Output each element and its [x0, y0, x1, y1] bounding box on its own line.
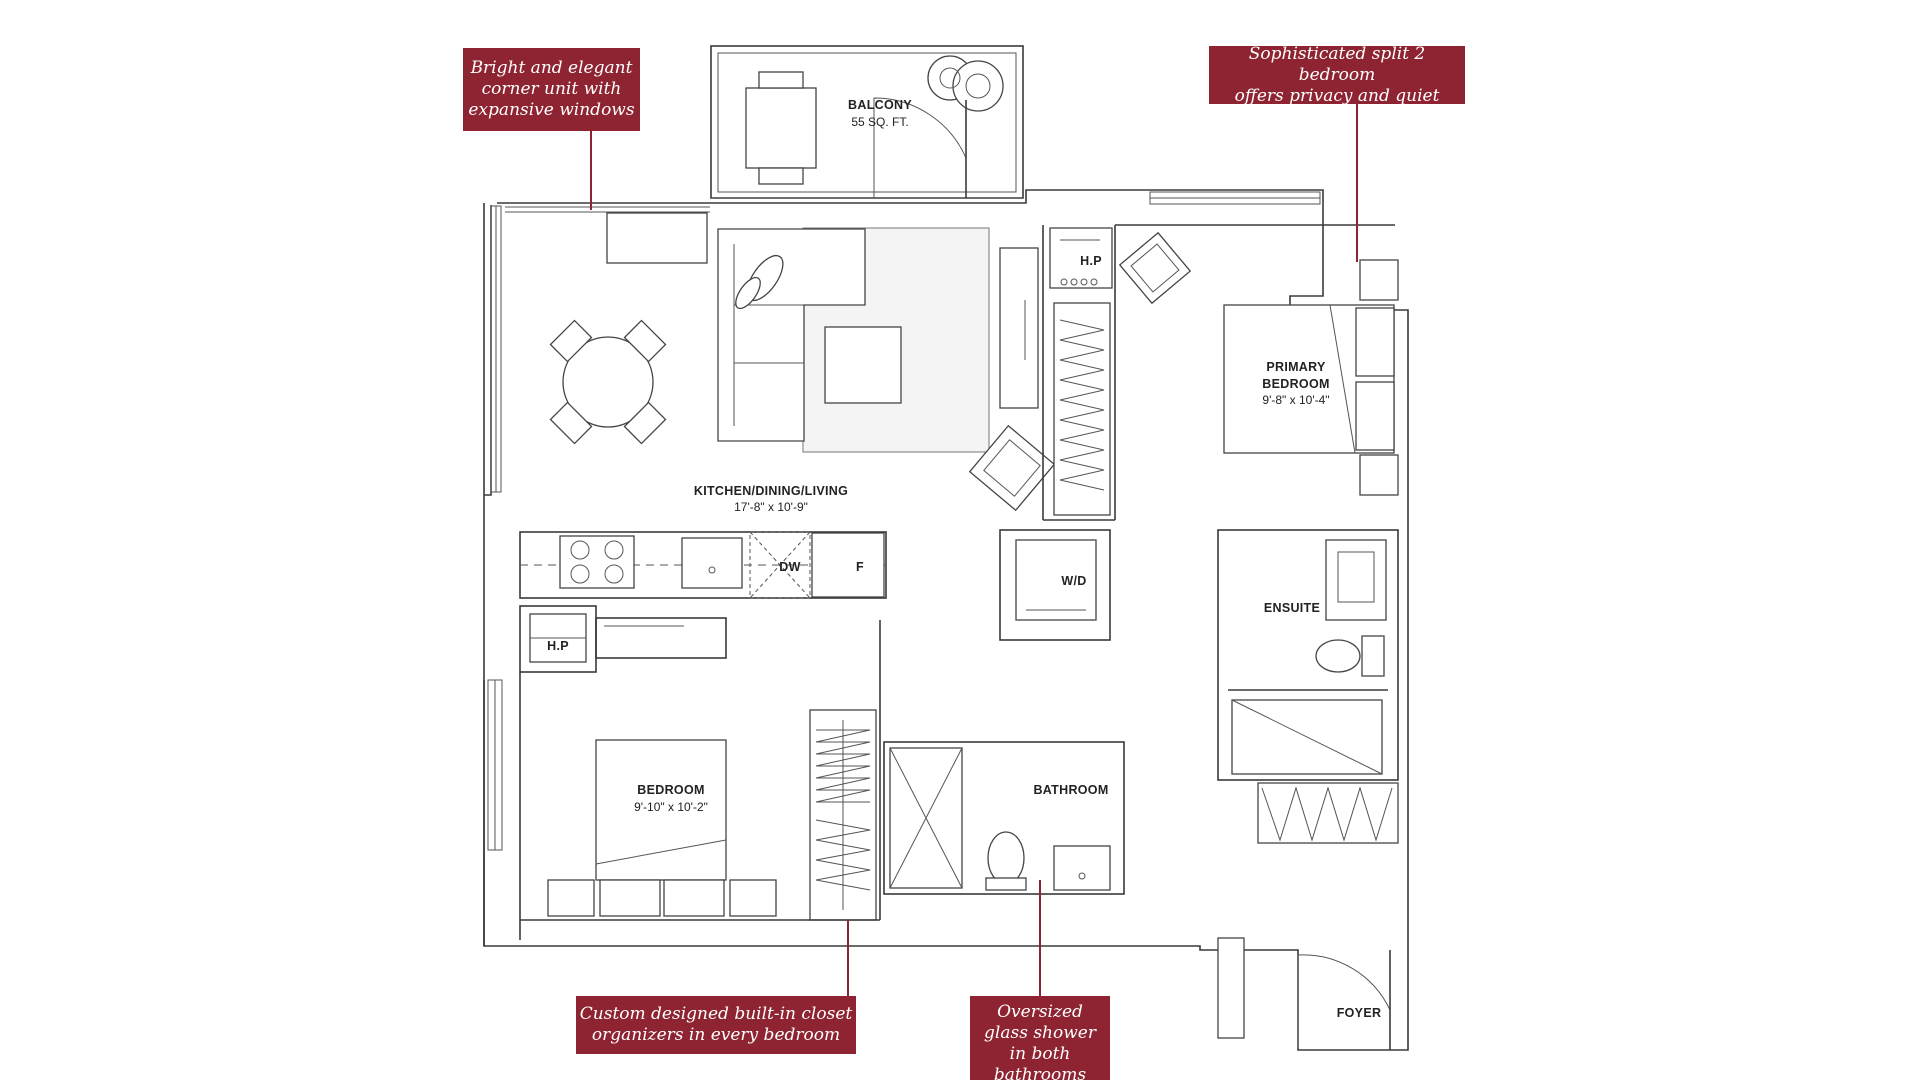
- callout-shower-line2: glass shower: [984, 1023, 1096, 1043]
- kitchen-label: KITCHEN/DINING/LIVING: [694, 484, 848, 498]
- callout-corner-line1: Bright and elegant: [470, 58, 633, 78]
- callout-closet-line2: organizers in every bedroom: [591, 1025, 841, 1045]
- callout-corner-unit: Bright and elegant corner unit with expa…: [463, 48, 640, 131]
- callout-closet-line1: Custom designed built-in closet: [579, 1004, 853, 1024]
- bathroom-label: BATHROOM: [1033, 783, 1108, 797]
- balcony-size: 55 SQ. FT.: [851, 115, 908, 129]
- interior-walls: [519, 224, 1399, 1050]
- foyer-label: FOYER: [1337, 1006, 1382, 1020]
- primary-size: 9'-8" x 10'-4": [1262, 393, 1329, 407]
- callout-corner-line3: expansive windows: [468, 100, 635, 120]
- exterior-walls: [483, 189, 1409, 1051]
- callout-shower: Oversized glass shower in both bathrooms: [970, 996, 1110, 1080]
- fridge-label: F: [856, 560, 864, 574]
- callout-split-line2: offers privacy and quiet: [1234, 85, 1440, 106]
- callout-closet: Custom designed built-in closet organize…: [576, 996, 856, 1054]
- hp-label-kitchen: H.P: [547, 639, 569, 653]
- callout-shower-line1: Oversized: [997, 1002, 1083, 1022]
- living-furniture: [549, 212, 1056, 512]
- kitchen-size: 17'-8" x 10'-9": [734, 500, 808, 514]
- callout-corner-line2: corner unit with: [481, 79, 622, 99]
- bedroom-size: 9'-10" x 10'-2": [634, 800, 708, 814]
- kitchen: [519, 227, 1113, 673]
- hp-label-primary: H.P: [1080, 254, 1102, 268]
- primary-label-1: PRIMARY: [1266, 360, 1326, 374]
- primary-label-2: BEDROOM: [1262, 377, 1329, 391]
- callout-split-bedroom: Sophisticated split 2 bedroom offers pri…: [1209, 43, 1465, 106]
- callout-shower-line4: bathrooms: [993, 1065, 1087, 1080]
- callout-shower-line3: in both: [1009, 1044, 1071, 1064]
- balcony-label: BALCONY: [848, 98, 912, 112]
- callout-split-line1: Sophisticated split 2 bedroom: [1248, 43, 1426, 85]
- bedroom-label: BEDROOM: [637, 783, 704, 797]
- wd-label: W/D: [1061, 574, 1086, 588]
- balcony: [710, 45, 1024, 199]
- ensuite-label: ENSUITE: [1264, 601, 1320, 615]
- dw-label: DW: [779, 560, 800, 574]
